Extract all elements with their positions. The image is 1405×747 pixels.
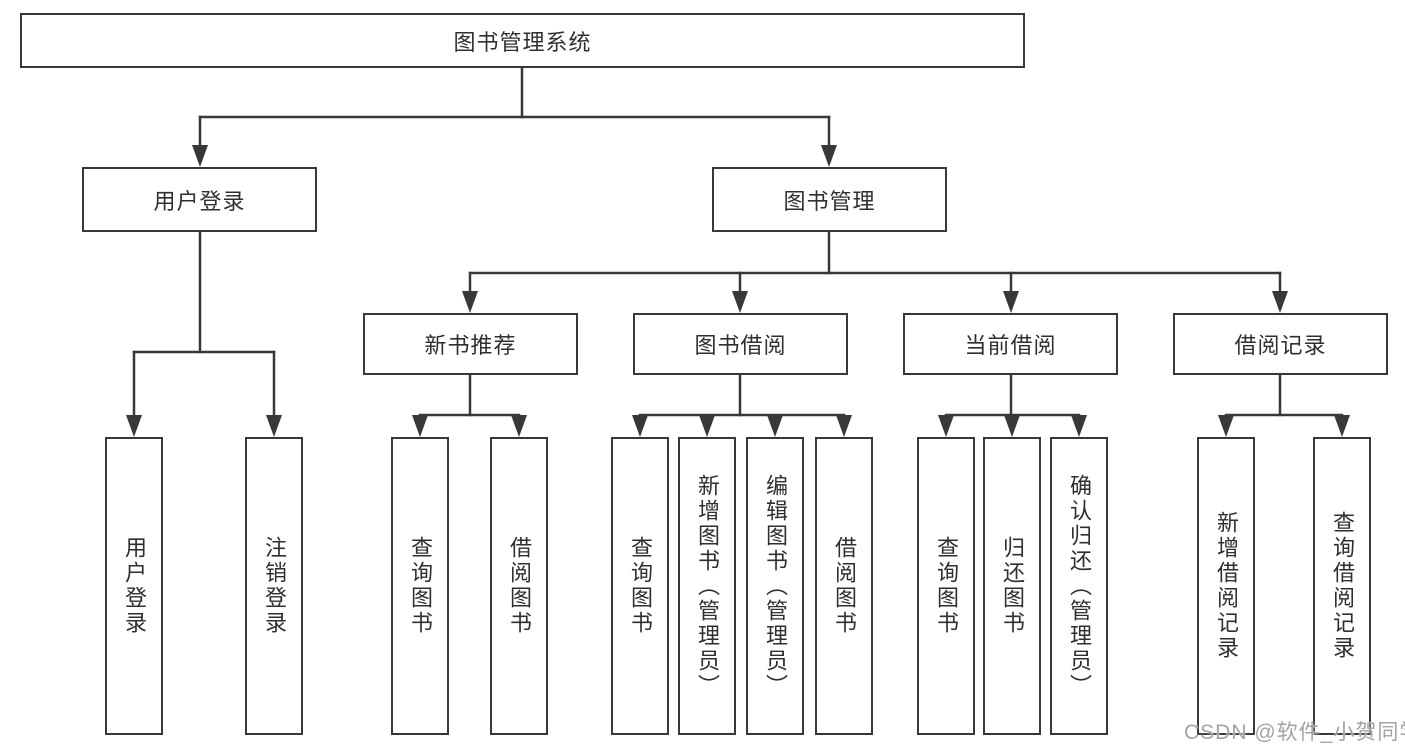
leaf-bookborrow-add-books-admin: 新增图书（管理员） (678, 437, 736, 735)
leaf-newbook-borrow-books: 借阅图书 (490, 437, 548, 735)
connector-bookmgmt-to-level3 (462, 230, 1288, 313)
node-root-system: 图书管理系统 (20, 13, 1025, 68)
node-new-book-recommend: 新书推荐 (363, 313, 578, 375)
leaf-newbook-query-books: 查询图书 (391, 437, 449, 735)
leaf-borrowrecord-query-record: 查询借阅记录 (1313, 437, 1371, 735)
node-book-management: 图书管理 (712, 167, 947, 232)
connector-root-to-level2 (192, 66, 837, 167)
connector-currentborrow-leaves (938, 373, 1087, 437)
node-user-login: 用户登录 (82, 167, 317, 232)
csdn-watermark: CSDN @软件_小贺同学 (1184, 721, 1405, 744)
leaf-bookborrow-borrow-books: 借阅图书 (815, 437, 873, 735)
leaf-bookborrow-query-books: 查询图书 (611, 437, 669, 735)
leaf-borrowrecord-add-record: 新增借阅记录 (1197, 437, 1255, 735)
connector-newbook-leaves (412, 373, 527, 437)
node-current-borrowing: 当前借阅 (903, 313, 1118, 375)
leaf-currentborrow-return-books: 归还图书 (983, 437, 1041, 735)
leaf-bookborrow-edit-books-admin: 编辑图书（管理员） (746, 437, 804, 735)
leaf-currentborrow-confirm-return-admin: 确认归还（管理员） (1050, 437, 1108, 735)
node-borrowing-records: 借阅记录 (1173, 313, 1388, 375)
leaf-logout: 注销登录 (245, 437, 303, 735)
connector-bookborrow-leaves (632, 373, 852, 437)
leaf-currentborrow-query-books: 查询图书 (917, 437, 975, 735)
node-book-borrowing: 图书借阅 (633, 313, 848, 375)
connector-borrowrecord-leaves (1218, 373, 1350, 437)
leaf-user-login: 用户登录 (105, 437, 163, 735)
connector-userlogin-leaves (126, 230, 282, 437)
